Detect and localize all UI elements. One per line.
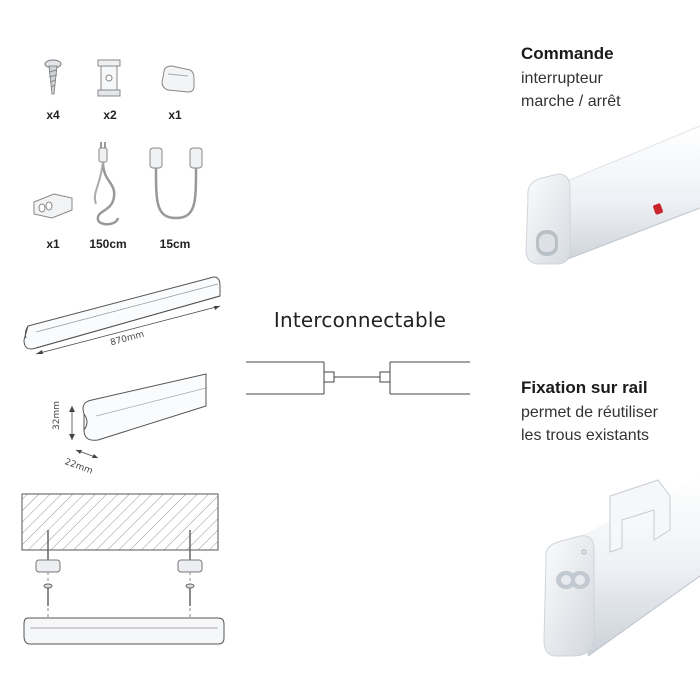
mounting-diagram — [21, 493, 225, 645]
end-cap-quantity: x1 — [168, 108, 182, 122]
clip-quantity: x2 — [103, 108, 117, 122]
mounting-clip-icon — [97, 59, 121, 97]
screw-quantity: x4 — [46, 108, 60, 122]
feature-line-rail-2: les trous existants — [521, 427, 650, 444]
profile-dimension-drawing — [69, 373, 207, 459]
interconnectable-title: Interconnectable — [273, 308, 447, 332]
feature-line-switch-2: marche / arrêt — [521, 93, 621, 110]
switch-fixture-render — [525, 125, 700, 265]
connector-icon — [33, 193, 73, 219]
power-cable-icon — [93, 142, 120, 226]
rail-fixture-render — [543, 476, 700, 657]
interconnect-diagram — [246, 361, 470, 395]
link-cable-icon — [149, 147, 203, 220]
feature-line-switch-1: interrupteur — [521, 70, 603, 87]
feature-title-switch: Commande — [521, 44, 614, 63]
end-cap-icon — [161, 65, 195, 93]
height-label: 32mm — [52, 401, 62, 430]
feature-title-rail: Fixation sur rail — [521, 378, 648, 397]
feature-line-rail-1: permet de réutiliser — [521, 404, 658, 421]
length-dimension-drawing — [23, 276, 221, 355]
link-cable-length: 15cm — [159, 237, 191, 251]
screw-icon — [44, 59, 62, 95]
power-cable-length: 150cm — [89, 237, 127, 251]
connector-quantity: x1 — [46, 237, 60, 251]
